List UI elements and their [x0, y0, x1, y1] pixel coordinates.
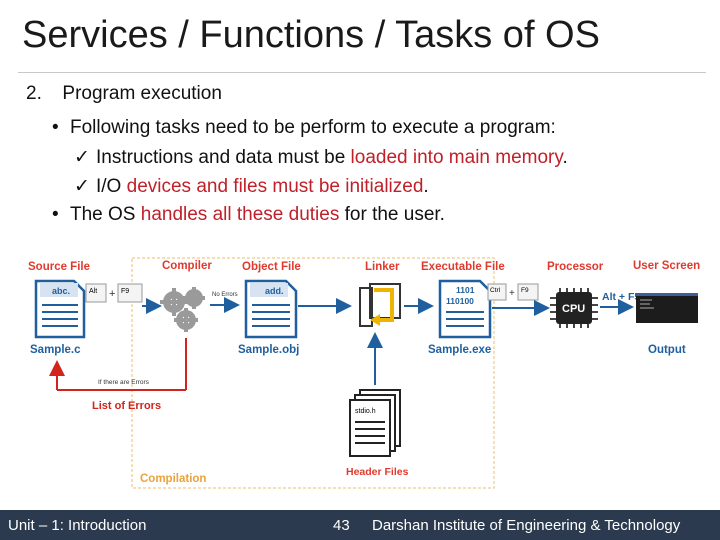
label-sample-c: Sample.c: [30, 344, 81, 356]
executable-file-icon: 1101 110100: [438, 279, 492, 339]
label-source-file: Source File: [28, 261, 90, 273]
linker-icon: [359, 283, 401, 327]
label-no-errors: No Errors: [212, 292, 238, 298]
label-if-errors: If there are Errors: [98, 379, 150, 386]
doc-text: 110100: [446, 296, 474, 306]
section-number: 2.: [26, 83, 42, 104]
bullet-tasks: • Following tasks need to be perform to e…: [52, 117, 556, 139]
checkmark-icon: ✓: [74, 147, 90, 168]
key-f9: F9: [521, 287, 529, 294]
check-text-end: .: [562, 147, 568, 168]
program-execution-diagram: Source File Compiler Object File Linker …: [28, 257, 700, 489]
check-item-io: ✓ I/O devices and files must be initializ…: [74, 175, 429, 198]
key-ctrl: Ctrl: [490, 287, 501, 294]
user-screen-icon: [636, 293, 698, 323]
label-user-screen: User Screen: [633, 260, 700, 272]
source-file-icon: abc.: [34, 279, 86, 339]
doc-text: 1101: [456, 285, 475, 295]
key-f9: F9: [121, 288, 129, 295]
label-header-files: Header Files: [346, 466, 409, 478]
header-files-icon: stdio.h: [349, 389, 401, 457]
bullet-os-duties: • The OS handles all these duties for the…: [52, 204, 445, 226]
cpu-label: CPU: [562, 303, 585, 315]
compiler-gears-icon: [160, 287, 205, 332]
label-sample-obj: Sample.obj: [238, 344, 299, 356]
label-output: Output: [648, 344, 686, 356]
label-processor: Processor: [547, 261, 604, 273]
label-list-of-errors: List of Errors: [92, 400, 161, 412]
footer-institute: Darshan Institute of Engineering & Techn…: [372, 517, 681, 534]
check-highlight: devices and files must be initialized: [126, 176, 424, 197]
label-alt-f5: Alt + F5: [602, 291, 640, 303]
check-item-memory: ✓ Instructions and data must be loaded in…: [74, 146, 568, 169]
footer-unit: Unit – 1: Introduction: [8, 517, 147, 534]
plus-sign: +: [109, 288, 115, 300]
cpu-icon: CPU: [550, 288, 598, 328]
check-highlight: loaded into main memory: [350, 147, 563, 168]
title-divider: [18, 72, 706, 73]
slide-title: Services / Functions / Tasks of OS: [22, 14, 600, 56]
checkmark-icon: ✓: [74, 176, 90, 197]
doc-text: add.: [265, 286, 284, 296]
bullet-dot: •: [52, 204, 59, 225]
bullet-text-end: for the user.: [339, 204, 445, 225]
doc-text: abc.: [52, 286, 70, 296]
bullet-highlight: handles all these duties: [140, 204, 340, 225]
label-linker: Linker: [365, 261, 400, 273]
label-sample-exe: Sample.exe: [428, 344, 491, 356]
section-heading: 2. Program execution: [26, 83, 222, 105]
compilation-region: [131, 257, 495, 489]
doc-text: stdio.h: [355, 408, 376, 415]
check-text: Instructions and data must be: [96, 147, 351, 168]
label-compilation: Compilation: [140, 473, 206, 485]
check-text: I/O: [96, 176, 127, 197]
bullet-dot: •: [52, 117, 59, 138]
bullet-text: The OS: [70, 204, 141, 225]
label-compiler: Compiler: [162, 260, 212, 272]
label-object-file: Object File: [242, 261, 301, 273]
check-text-end: .: [423, 176, 429, 197]
footer-bar: Unit – 1: Introduction 43 Darshan Instit…: [0, 510, 720, 540]
plus-sign: +: [509, 288, 515, 299]
bullet-tasks-text: Following tasks need to be perform to ex…: [70, 117, 556, 138]
key-alt: Alt: [89, 288, 97, 295]
label-executable-file: Executable File: [421, 261, 505, 273]
footer-page-number: 43: [333, 517, 350, 534]
run-shortcut: Ctrl + F9: [487, 283, 539, 301]
section-heading-text: Program execution: [62, 83, 222, 104]
object-file-icon: add.: [244, 279, 298, 339]
compile-shortcut: Alt + F9: [85, 283, 143, 303]
